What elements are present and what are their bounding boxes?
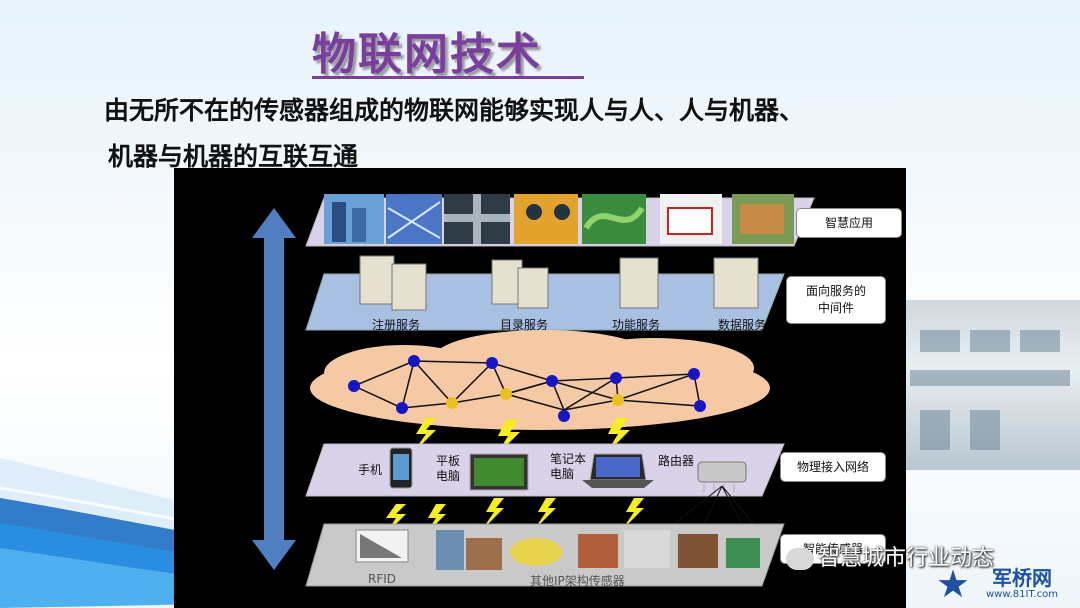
label-directory-service: 目录服务 [500, 318, 549, 332]
access-network-platform [305, 443, 785, 497]
subtitle-line-1: 由无所不在的传感器组成的物联网能够实现人与人、人与机器、 [104, 96, 805, 125]
label-phone: 手机 [358, 463, 383, 477]
server-icons [359, 255, 759, 311]
label-function-service: 功能服务 [612, 318, 661, 332]
label-laptop: 笔记本 电脑 [550, 452, 587, 481]
label-data-service: 数据服务 [718, 318, 767, 332]
vertical-double-arrow [252, 208, 296, 570]
network-nodes [348, 355, 706, 422]
label-rfid: RFID [368, 572, 397, 586]
sensor-icons [355, 529, 760, 570]
label-tablet: 平板 电脑 [436, 454, 461, 483]
slide-subtitle: 由无所不在的传感器组成的物联网能够实现人与人、人与机器、 机器与机器的互联互通 [104, 88, 1004, 180]
layer-box-access-network: 物理接入网络 [780, 452, 886, 482]
subtitle-line-2: 机器与机器的互联互通 [108, 142, 359, 171]
site-logo: ★ 军桥网 www.81IT.com [936, 562, 1076, 606]
star-icon: ★ [936, 562, 971, 606]
watermark: 智慧城市行业动态 [786, 540, 994, 572]
label-other-ip-sensors: 其他IP架构传感器 [530, 574, 625, 588]
device-icons [389, 447, 747, 492]
iot-architecture-diagram: 注册服务 目录服务 功能服务 数据服务 手机 平板 电脑 笔记本 电脑 路由器 … [174, 168, 906, 608]
logo-url: www.81IT.com [986, 589, 1058, 600]
logo-text: 军桥网 [992, 566, 1052, 590]
slide-title: 物联网技术 [312, 29, 542, 80]
watermark-text: 智慧城市行业动态 [818, 546, 995, 571]
layer-box-smart-applications: 智慧应用 [796, 208, 902, 238]
label-registration-service: 注册服务 [372, 318, 421, 332]
layer-box-middleware: 面向服务的 中间件 [786, 276, 886, 324]
diagram-graphics [252, 194, 815, 587]
application-images [324, 194, 794, 244]
wechat-icon [786, 548, 814, 570]
background-building-photo [900, 300, 1080, 470]
title-underline [312, 76, 584, 79]
label-router: 路由器 [658, 454, 695, 468]
network-cloud [310, 330, 770, 430]
